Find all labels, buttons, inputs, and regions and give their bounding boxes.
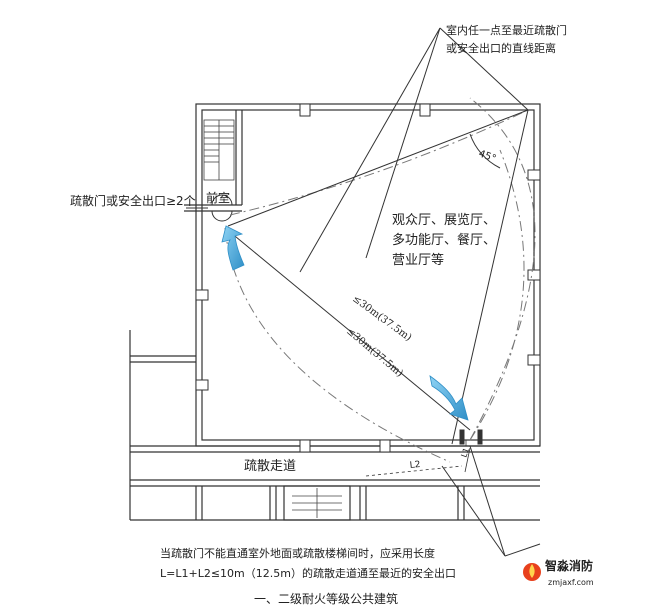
watermark-logo: 智淼消防 zmjaxf.com <box>523 558 594 587</box>
evacuation-arrow-right <box>429 375 469 421</box>
stair-upper <box>203 119 235 181</box>
callout-top-line1: 室内任一点至最近疏散门 <box>446 23 567 37</box>
door-marks <box>211 194 483 445</box>
hall-label-line3: 营业厅等 <box>392 252 444 268</box>
hall-label-line1: 观众厅、展览厅、 <box>392 212 496 228</box>
anteroom-label: 前室 <box>206 190 230 205</box>
callout-bottom-line1: 当疏散门不能直通室外地面或疏散楼梯间时，应采用长度 <box>160 546 435 560</box>
corridor-measures <box>365 440 471 477</box>
radius-arcs <box>224 97 536 463</box>
watermark-url: zmjaxf.com <box>548 578 594 587</box>
diagram-caption: 一、二级耐火等级公共建筑 <box>254 591 398 606</box>
callout-bottom-line2: L=L1+L2≤10m（12.5m）的疏散走道通至最近的安全出口 <box>160 566 456 580</box>
hall-label-line2: 多功能厅、餐厅、 <box>392 232 496 248</box>
corridor-label: 疏散走道 <box>244 459 296 474</box>
angle-mark <box>469 133 501 169</box>
window-marks <box>195 103 541 453</box>
watermark-brand: 智淼消防 <box>544 558 593 573</box>
callout-top-line2: 或安全出口的直线距离 <box>446 41 556 55</box>
stair-lower <box>292 488 342 518</box>
callout-left-doors: 疏散门或安全出口≥2个 <box>70 193 196 208</box>
evacuation-arrow-left <box>221 225 245 271</box>
l2-label: L2 <box>409 460 421 471</box>
l1-label: L1 <box>459 447 471 459</box>
building-walls <box>129 103 541 521</box>
distance-lines <box>186 27 541 557</box>
angle-label: 45° <box>477 148 497 164</box>
